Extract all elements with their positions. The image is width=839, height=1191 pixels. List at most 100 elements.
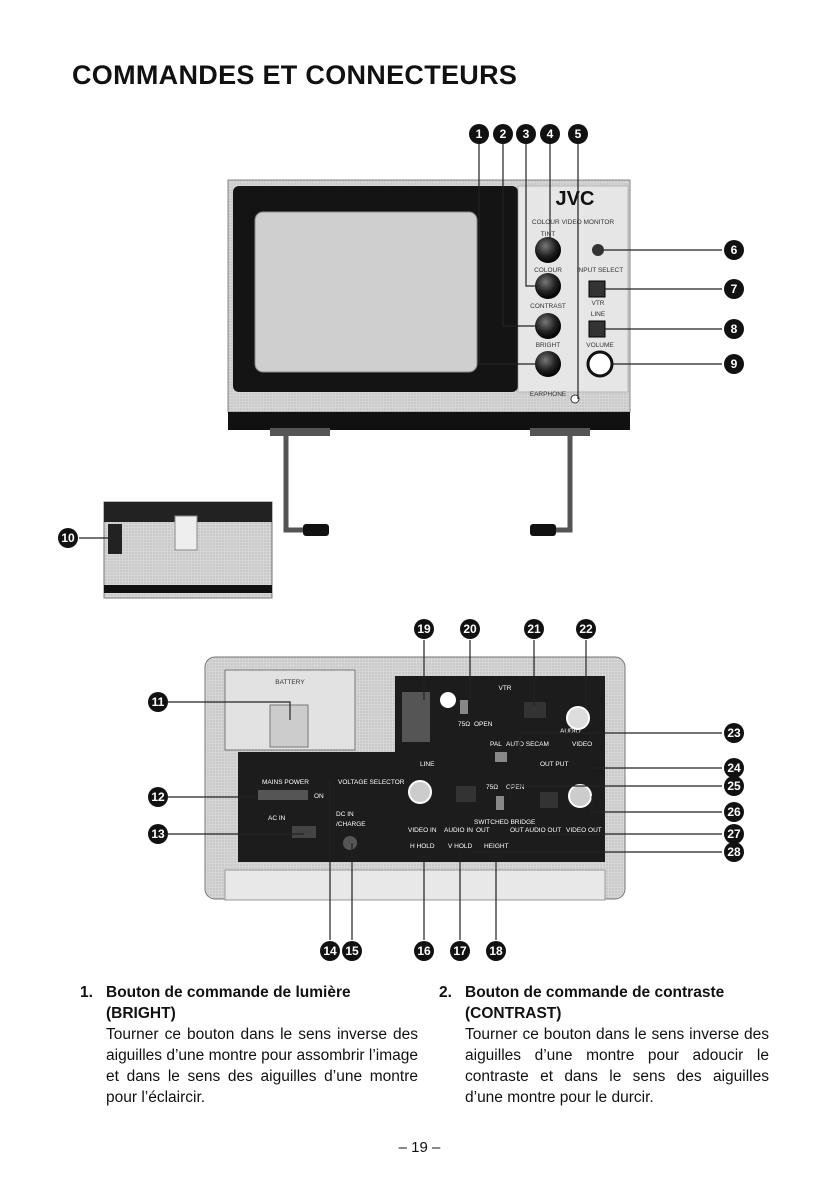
- svg-text:4: 4: [547, 127, 554, 141]
- svg-text:17: 17: [453, 944, 467, 958]
- description-item-2: 2. Bouton de commande de contraste (CONT…: [439, 982, 769, 1108]
- svg-text:14: 14: [323, 944, 337, 958]
- pal-label: PAL: [490, 741, 502, 748]
- carry-handle-right: [550, 436, 573, 533]
- vtr-connector[interactable]: [402, 692, 430, 742]
- svg-text:5: 5: [575, 127, 582, 141]
- line-open-label: OPEN: [506, 784, 525, 791]
- monitor-base: [228, 412, 630, 430]
- vtr-indicator: [440, 692, 456, 708]
- switched-bridge-label: SWITCHED BRIDGE: [474, 819, 536, 826]
- description-heading: 1. Bouton de commande de lumière: [80, 982, 418, 1003]
- vtr-label: VTR: [499, 685, 512, 692]
- handle-grip-left: [303, 524, 329, 536]
- callout-20: 20: [460, 619, 480, 639]
- video-out-label: VIDEO OUT: [566, 827, 602, 834]
- bright-label: BRIGHT: [536, 342, 561, 349]
- description-heading: 2. Bouton de commande de contraste: [439, 982, 769, 1003]
- svg-text:22: 22: [579, 622, 593, 636]
- svg-text:15: 15: [345, 944, 359, 958]
- out-label: OUT: [476, 827, 490, 834]
- power-indicator: [592, 244, 604, 256]
- tint-knob[interactable]: [535, 237, 561, 263]
- callout-1: 1: [469, 124, 489, 144]
- line-75-switch[interactable]: [496, 796, 504, 810]
- volume-label: VOLUME: [586, 342, 614, 349]
- svg-text:21: 21: [527, 622, 541, 636]
- callout-5: 5: [568, 124, 588, 144]
- svg-text:11: 11: [152, 695, 165, 709]
- svg-text:1: 1: [476, 127, 483, 141]
- callout-22: 22: [576, 619, 596, 639]
- vtr-video-label: VIDEO: [572, 741, 592, 748]
- svg-text:6: 6: [731, 243, 738, 257]
- ac-in-label: AC IN: [268, 815, 286, 822]
- model-label: COLOUR VIDEO MONITOR: [532, 219, 615, 226]
- side-top-vent: [104, 502, 272, 522]
- svg-text:18: 18: [489, 944, 503, 958]
- callout-28: 28: [724, 842, 744, 862]
- description-title: Bouton de commande de contraste: [465, 984, 725, 1001]
- colour-label: COLOUR: [534, 267, 562, 274]
- contrast-label: CONTRAST: [530, 303, 566, 310]
- callout-15: 15: [342, 941, 362, 961]
- side-view: [103, 501, 273, 599]
- ac-in-socket[interactable]: [292, 826, 316, 838]
- audio-in-connector[interactable]: [456, 786, 476, 802]
- svg-text:26: 26: [727, 805, 741, 819]
- svg-text:20: 20: [463, 622, 477, 636]
- callout-10: 10: [58, 528, 78, 548]
- line-select-button[interactable]: [588, 320, 606, 338]
- audio-out-connector[interactable]: [540, 792, 558, 808]
- vtr-audio-connector[interactable]: [524, 702, 546, 718]
- battery-door[interactable]: [269, 704, 309, 748]
- svg-text:13: 13: [151, 827, 165, 841]
- callout-6: 6: [724, 240, 744, 260]
- description-subtitle: (BRIGHT): [106, 1005, 176, 1022]
- callout-23: 23: [724, 723, 744, 743]
- system-switch[interactable]: [495, 752, 507, 762]
- video-in-connector[interactable]: [408, 780, 432, 804]
- earphone-label: EARPHONE: [530, 391, 567, 398]
- volume-knob[interactable]: [586, 350, 614, 378]
- video-out-connector[interactable]: [568, 784, 592, 808]
- svg-text:28: 28: [727, 845, 741, 859]
- mains-power-switch[interactable]: [258, 790, 308, 800]
- handle-grip-right: [530, 524, 556, 536]
- description-number: 1.: [80, 984, 93, 1001]
- line-75-label: 75Ω: [486, 784, 498, 791]
- svg-text:8: 8: [731, 322, 738, 336]
- right-foot: [530, 428, 590, 436]
- svg-text:16: 16: [417, 944, 431, 958]
- auto-secam-label: AUTO SECAM: [506, 741, 549, 748]
- left-foot: [270, 428, 330, 436]
- vtr-select-button[interactable]: [588, 280, 606, 298]
- brand-logo: JVC: [556, 188, 595, 210]
- callout-14: 14: [320, 941, 340, 961]
- front-view: JVC COLOUR VIDEO MONITOR TINT COLOUR CON…: [227, 179, 631, 536]
- dc-in-label: DC IN: [336, 811, 354, 818]
- callout-8: 8: [724, 319, 744, 339]
- svg-text:10: 10: [61, 531, 75, 545]
- vtr-video-connector[interactable]: [566, 706, 590, 730]
- carry-handle-left: [283, 436, 305, 533]
- callout-24: 24: [724, 758, 744, 778]
- svg-text:2: 2: [500, 127, 507, 141]
- battery-label: BATTERY: [275, 679, 305, 686]
- earphone-jack[interactable]: [570, 394, 580, 404]
- video-in-label: VIDEO IN: [408, 827, 437, 834]
- dc-in-socket[interactable]: [343, 836, 357, 850]
- audio-in-label: AUDIO IN: [444, 827, 473, 834]
- svg-text:7: 7: [731, 282, 738, 296]
- vtr-audio-label: AUDIO: [560, 728, 581, 735]
- description-title: Bouton de commande de lumière: [106, 984, 351, 1001]
- svg-text:12: 12: [151, 790, 165, 804]
- colour-knob[interactable]: [535, 273, 561, 299]
- contrast-knob[interactable]: [535, 313, 561, 339]
- h-hold-label: H HOLD: [410, 843, 435, 850]
- callout-12: 12: [148, 787, 168, 807]
- vtr-75-switch[interactable]: [460, 700, 468, 714]
- description-item-1: 1. Bouton de commande de lumière (BRIGHT…: [80, 982, 418, 1108]
- side-jack[interactable]: [108, 524, 122, 554]
- bright-knob[interactable]: [535, 351, 561, 377]
